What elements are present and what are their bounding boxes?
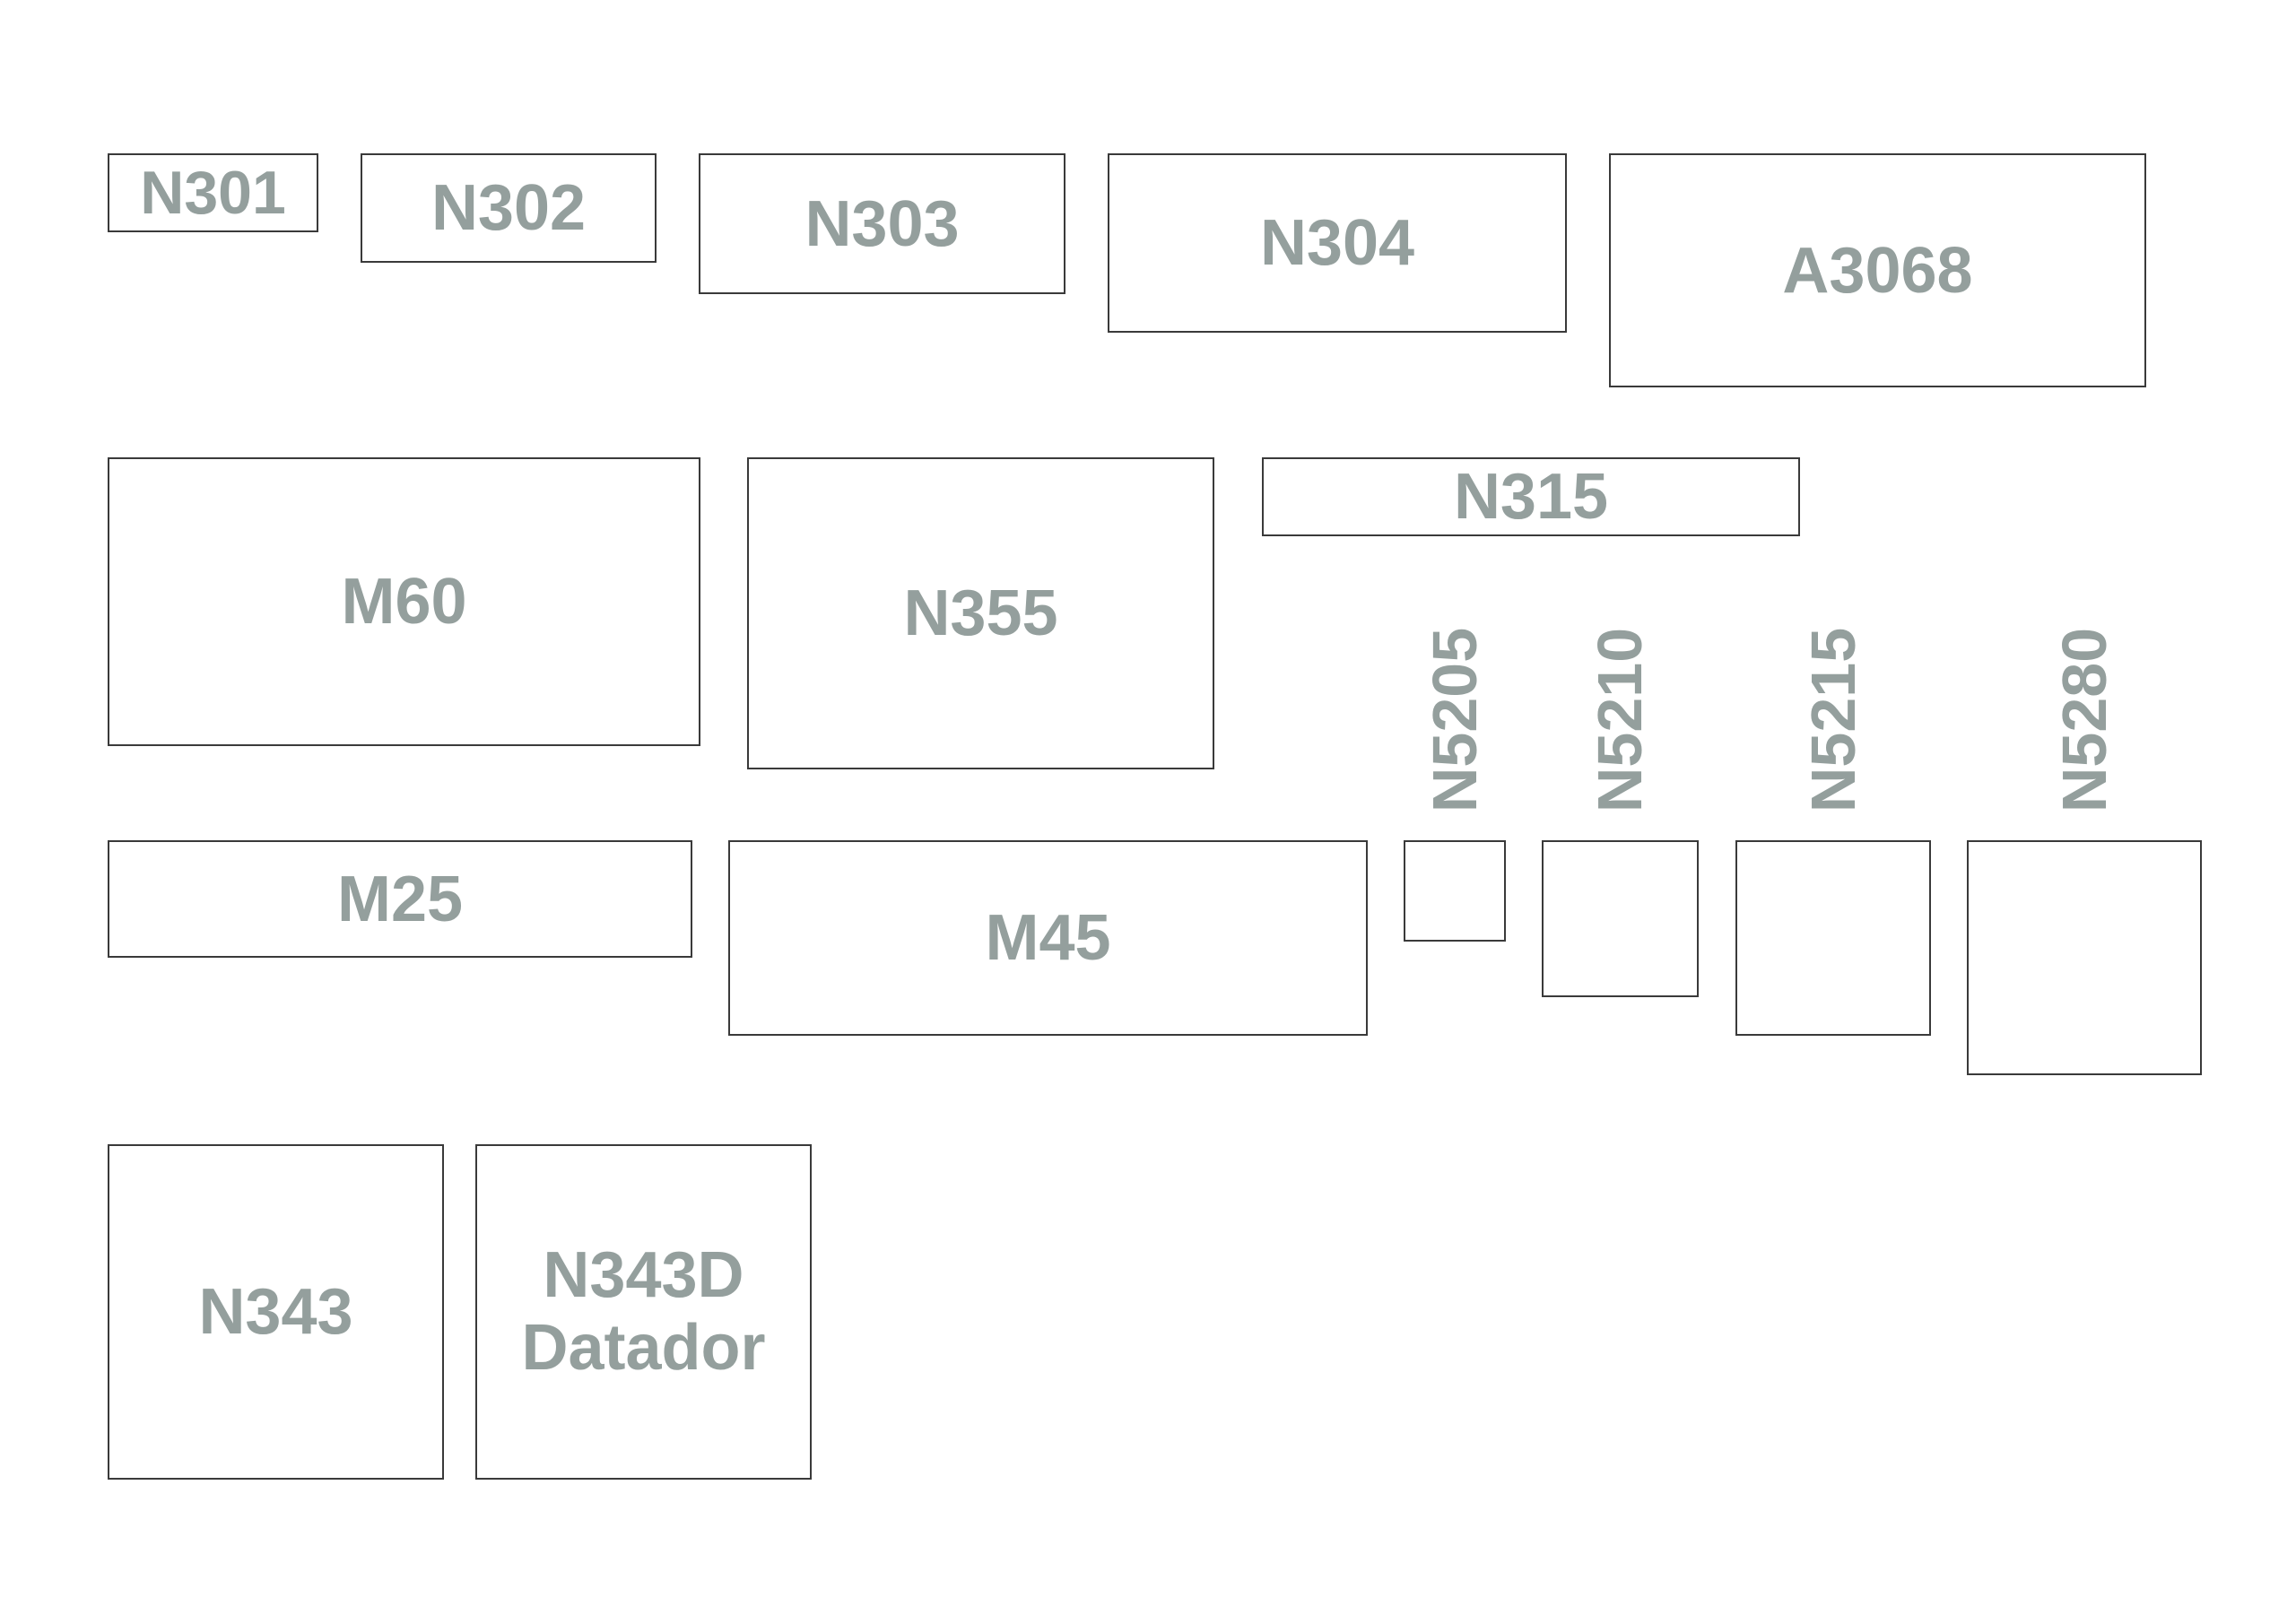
box-label-m25: M25: [336, 863, 464, 935]
box-m60: M60: [108, 457, 700, 746]
box-n302: N302: [361, 153, 657, 263]
box-n343d: N343D Datador: [475, 1144, 812, 1480]
box-label-n301: N301: [140, 159, 286, 227]
box-label-n343d-line2: Datador: [521, 1312, 766, 1384]
box-label-a3068: A3068: [1782, 234, 1973, 307]
box-label-n343: N343: [198, 1276, 353, 1348]
box-label-n304: N304: [1259, 207, 1415, 279]
box-label-m45: M45: [985, 902, 1111, 974]
box-n5215: [1735, 840, 1931, 1036]
box-n315: N315: [1262, 457, 1800, 536]
box-label-n343d: N343D Datador: [521, 1239, 765, 1384]
vertical-label-n5210: N5210: [1585, 627, 1655, 813]
box-label-n343d-line1: N343D: [543, 1239, 744, 1312]
box-n304: N304: [1108, 153, 1567, 333]
box-label-n302: N302: [430, 172, 587, 244]
box-m25: M25: [108, 840, 692, 958]
vertical-label-n5280: N5280: [2049, 627, 2119, 813]
box-n5205: [1404, 840, 1506, 942]
box-label-n315: N315: [1453, 461, 1609, 533]
box-label-n355: N355: [903, 578, 1058, 649]
box-n343: N343: [108, 1144, 444, 1480]
box-a3068: A3068: [1609, 153, 2146, 387]
vertical-label-n5205: N5205: [1420, 627, 1490, 813]
box-n301: N301: [108, 153, 318, 232]
box-n5280: [1967, 840, 2202, 1075]
box-n355: N355: [747, 457, 1214, 769]
box-label-m60: M60: [341, 566, 467, 638]
box-m45: M45: [728, 840, 1368, 1036]
box-n303: N303: [699, 153, 1065, 294]
vertical-label-n5215: N5215: [1798, 627, 1868, 813]
box-n5210: [1542, 840, 1699, 997]
box-label-n303: N303: [804, 187, 960, 260]
